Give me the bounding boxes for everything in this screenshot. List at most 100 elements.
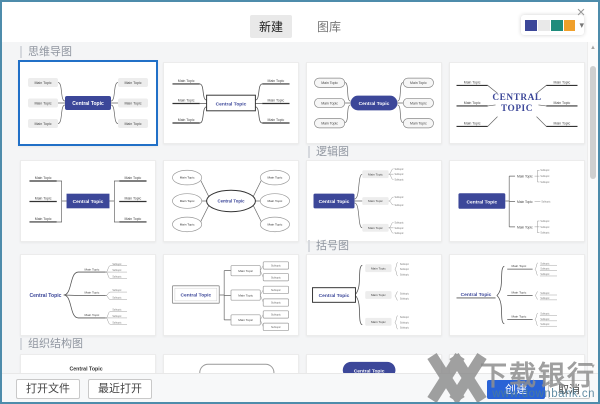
subtopic-label: Subtopic	[271, 265, 282, 268]
main-topic-label: Main Topic	[124, 81, 141, 85]
subtopic-label: Subtopic	[112, 315, 122, 318]
central-topic-label: Central Topic	[29, 293, 61, 299]
main-topic-label: Main Topic	[84, 313, 99, 317]
main-topic-label: Main Topic	[268, 79, 285, 83]
create-button[interactable]: 创建	[487, 380, 545, 399]
template-thumbnail: Main Topic Main Topic Main Topic Main To…	[314, 77, 434, 129]
template-thumbnail	[450, 355, 584, 373]
template-thumbnail: Central Topic	[342, 361, 396, 373]
scroll-up-icon[interactable]: ▲	[590, 45, 596, 51]
main-topic-label: Main Topic	[238, 293, 253, 297]
template-thumbnail: Main Topic Main Topic Main Topic Main To…	[172, 79, 290, 124]
close-icon[interactable]: ×	[576, 4, 586, 21]
main-topic-label: Main Topic	[124, 122, 141, 126]
template-org-2[interactable]	[163, 354, 299, 373]
scroll-down-icon[interactable]: ▼	[590, 364, 596, 370]
central-topic-label: Central Topic	[217, 198, 245, 203]
palette-swatch-teal	[550, 19, 563, 31]
subtopic-label: Subtopic	[540, 181, 550, 184]
main-topic-label: Main Topic	[321, 101, 338, 105]
subtopic-label: Subtopic	[400, 321, 410, 324]
central-topic-label: Central Topic	[181, 292, 212, 298]
subtopic-label: Subtopic	[540, 262, 550, 265]
template-mindmap-1-selected[interactable]: Main Topic Main Topic Main Topic Main To…	[18, 60, 158, 146]
main-topic-label: Main Topic	[554, 80, 571, 84]
template-thumbnail: Main Topic Main Topic Main Topic Subtopi…	[29, 263, 128, 325]
main-topic-label: Main Topic	[180, 199, 195, 203]
main-topic-label: Main Topic	[84, 267, 99, 271]
subtopic-label: Subtopic	[400, 316, 410, 319]
main-topic-label: Main Topic	[368, 172, 383, 176]
subtopic-label: Subtopic	[394, 221, 404, 224]
main-topic-label: Main Topic	[554, 121, 571, 125]
main-topic-label: Main Topic	[512, 291, 527, 295]
central-topic-label: Central Topic	[69, 367, 102, 373]
subtopic-label: Subtopic	[540, 268, 550, 271]
tab-new[interactable]: 新建	[249, 15, 292, 38]
template-thumbnail: Main Topic Main Topic Main Topic Subtopi…	[456, 262, 557, 327]
template-bracket-1[interactable]: Main Topic Main Topic Main Topic Subtopi…	[306, 254, 442, 336]
main-topic-label: Main Topic	[464, 80, 481, 84]
main-topic-label: Main Topic	[124, 102, 141, 106]
subtopic-label: Subtopic	[271, 314, 282, 317]
subtopic-label: Subtopic	[540, 273, 550, 276]
template-thumbnail: Main Topic Main Topic Main Topic Subtopi…	[458, 169, 551, 235]
subtopic-label: Subtopic	[540, 292, 550, 295]
main-topic-label: Main Topic	[267, 176, 282, 180]
subtopic-label: Subtopic	[112, 296, 122, 299]
main-topic-label: Main Topic	[368, 199, 383, 203]
palette-swatch-gray	[537, 19, 550, 31]
template-mindmap-6[interactable]: Main Topic Main Topic Main Topic Main To…	[163, 160, 299, 242]
dialog-titlebar: 新建 图库 ▾ ×	[2, 2, 598, 42]
main-topic-label: Main Topic	[410, 81, 427, 85]
subtopic-label: Subtopic	[540, 323, 550, 326]
template-thumbnail: Central Topic	[69, 367, 102, 373]
theme-color-picker[interactable]: ▾	[521, 15, 584, 35]
template-bracket-2[interactable]: Main Topic Main Topic Main Topic Subtopi…	[449, 254, 585, 336]
main-topic-label: Main Topic	[125, 217, 142, 221]
subtopic-label: Subtopic	[540, 220, 550, 223]
template-logic-4[interactable]: Main Topic Main Topic Main Topic Subtopi…	[163, 254, 299, 336]
open-file-button[interactable]: 打开文件	[16, 379, 80, 399]
main-topic-label: Main Topic	[180, 176, 195, 180]
subtopic-label: Subtopic	[271, 326, 282, 329]
main-topic-label: Main Topic	[371, 293, 386, 297]
recent-open-button[interactable]: 最近打开	[88, 379, 152, 399]
central-topic-label: Central Topic	[467, 199, 498, 205]
main-topic-label: Main Topic	[238, 318, 253, 322]
subtopic-label: Subtopic	[400, 273, 410, 276]
template-org-3[interactable]: Central Topic	[306, 354, 442, 373]
template-mindmap-3[interactable]: Main Topic Main Topic Main Topic Main To…	[306, 62, 442, 144]
template-thumbnail: Main Topic Main Topic Main Topic Subtopi…	[313, 168, 404, 235]
scrollbar[interactable]: ▲ ▼	[587, 42, 598, 373]
template-mindmap-2[interactable]: Main Topic Main Topic Main Topic Main To…	[163, 62, 299, 144]
template-logic-2[interactable]: Main Topic Main Topic Main Topic Subtopi…	[449, 160, 585, 242]
template-mindmap-5[interactable]: Main Topic Main Topic Main Topic Main To…	[20, 160, 156, 242]
template-mindmap-4[interactable]: Main Topic Main Topic Main Topic Main To…	[449, 62, 585, 144]
main-topic-label: Main Topic	[180, 222, 195, 226]
palette-swatch-orange	[563, 19, 576, 31]
template-logic-1[interactable]: Main Topic Main Topic Main Topic Subtopi…	[306, 160, 442, 242]
subtopic-label: Subtopic	[112, 269, 122, 272]
central-topic-label: Central Topic	[319, 293, 350, 299]
main-topic-label: Main Topic	[371, 320, 386, 324]
central-topic-label: Central Topic	[73, 199, 104, 205]
template-logic-3[interactable]: Main Topic Main Topic Main Topic Subtopi…	[20, 254, 156, 336]
main-topic-label: Main Topic	[178, 99, 195, 103]
template-org-1[interactable]: Central Topic	[20, 354, 156, 373]
main-topic-label: Main Topic	[517, 200, 533, 204]
template-org-4[interactable]	[449, 354, 585, 373]
subtopic-label: Subtopic	[394, 227, 404, 230]
main-topic-label: Main Topic	[268, 118, 285, 122]
section-title-mindmap: 思维导图	[20, 46, 72, 58]
tab-gallery[interactable]: 图库	[317, 20, 342, 34]
subtopic-label: Subtopic	[394, 179, 404, 182]
cancel-button[interactable]: 取消	[548, 380, 590, 399]
template-thumbnail	[199, 363, 275, 373]
template-grid: 思维导图 Main Topic Main Topic Main Topic Ma…	[2, 42, 598, 373]
scrollbar-thumb[interactable]	[590, 66, 596, 179]
subtopic-label: Subtopic	[540, 313, 550, 316]
template-thumbnail: Main Topic Main Topic Main Topic Subtopi…	[171, 261, 289, 331]
subtopic-label: Subtopic	[540, 226, 550, 229]
central-topic-label: Central Topic	[319, 199, 350, 205]
